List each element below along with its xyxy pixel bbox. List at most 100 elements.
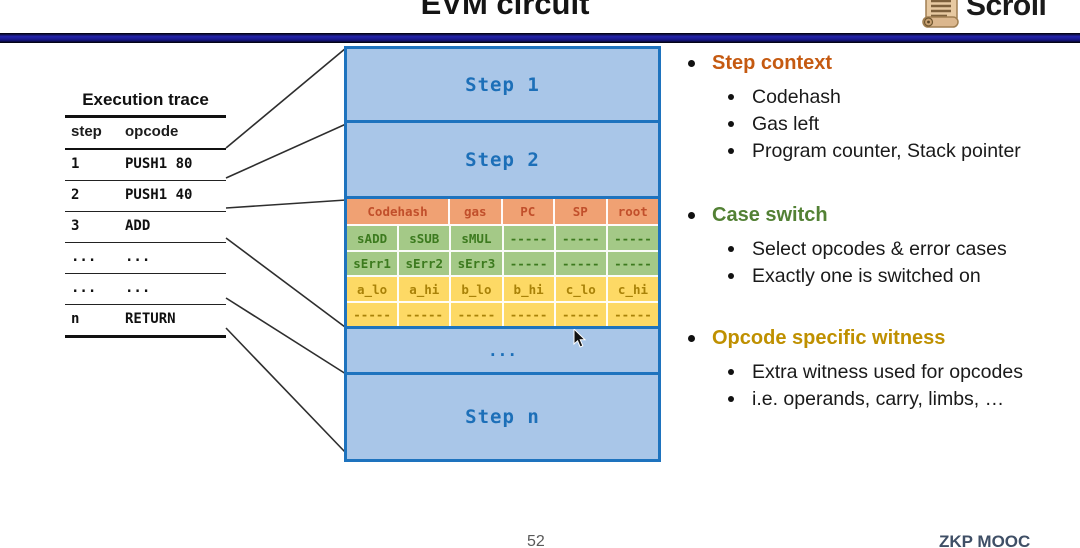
table-row: 3 ADD bbox=[65, 212, 226, 243]
cell: a_hi bbox=[399, 277, 452, 301]
list-item-text: Extra witness used for opcodes bbox=[752, 361, 1023, 383]
cell: ----- bbox=[399, 303, 452, 326]
cell: ----- bbox=[556, 226, 608, 250]
col-header-step: step bbox=[71, 123, 102, 140]
cell: ----- bbox=[504, 252, 556, 275]
cell-opcode: RETURN bbox=[125, 311, 176, 327]
cell: a_lo bbox=[347, 277, 400, 301]
bullet-icon bbox=[728, 369, 734, 375]
footer-brand: ZKP MOOC bbox=[939, 532, 1031, 548]
section-heading: Step context bbox=[686, 51, 1076, 84]
bullet-icon bbox=[728, 94, 734, 100]
cell: b_hi bbox=[504, 277, 556, 301]
cell-step: n bbox=[71, 311, 80, 327]
cell-opcode: ADD bbox=[125, 218, 151, 234]
table-row: 1 PUSH1 80 bbox=[65, 150, 226, 181]
step-2-box: Step 2 bbox=[344, 120, 661, 199]
list-item-text: Codehash bbox=[752, 86, 841, 108]
case-switch-row: sADD sSUB sMUL ----- ----- ----- bbox=[347, 226, 658, 252]
header-cell-gas: gas bbox=[450, 199, 503, 224]
cell: ----- bbox=[504, 226, 556, 250]
page-number: 52 bbox=[527, 533, 545, 548]
scroll-icon bbox=[921, 0, 963, 35]
bullet-icon bbox=[688, 212, 695, 219]
cell: sErr1 bbox=[347, 252, 400, 275]
cell: sErr2 bbox=[399, 252, 452, 275]
section-heading-text: Opcode specific witness bbox=[712, 327, 946, 349]
bullet-icon bbox=[728, 246, 734, 252]
cell: ----- bbox=[504, 303, 556, 326]
list-item: Codehash bbox=[686, 84, 1076, 111]
list-item: Exactly one is switched on bbox=[686, 263, 1076, 290]
bullet-section-opcode-witness: Opcode specific witness Extra witness us… bbox=[686, 326, 1076, 413]
cell: ----- bbox=[451, 303, 504, 326]
cell-step: ... bbox=[71, 249, 97, 265]
slide-title: EVM circuit bbox=[420, 0, 590, 21]
cell: ----- bbox=[347, 303, 400, 326]
cell: c_lo bbox=[556, 277, 608, 301]
step-1-box: Step 1 bbox=[344, 46, 661, 123]
cell: sMUL bbox=[451, 226, 504, 250]
bullet-section-case-switch: Case switch Select opcodes & error cases… bbox=[686, 203, 1076, 290]
list-item-text: Exactly one is switched on bbox=[752, 265, 981, 287]
list-item-text: Gas left bbox=[752, 113, 820, 135]
list-item: Select opcodes & error cases bbox=[686, 236, 1076, 263]
list-item-text: Select opcodes & error cases bbox=[752, 238, 1007, 260]
cell: ----- bbox=[556, 252, 608, 275]
execution-trace-header: step opcode bbox=[65, 118, 226, 150]
bullet-icon bbox=[728, 273, 734, 279]
cell: c_hi bbox=[617, 281, 648, 297]
cell: ----- bbox=[614, 256, 652, 271]
section-heading-text: Step context bbox=[712, 52, 833, 74]
col-header-opcode: opcode bbox=[125, 123, 179, 140]
bullet-icon bbox=[688, 335, 695, 342]
bullet-icon bbox=[688, 60, 695, 67]
table-row: ... ... bbox=[65, 243, 226, 274]
case-switch-row: sErr1 sErr2 sErr3 ----- ----- ----- bbox=[347, 252, 658, 277]
steps-ellipsis-box: ... bbox=[344, 326, 661, 375]
cell: sADD bbox=[347, 226, 400, 250]
step-2-label: Step 2 bbox=[465, 148, 540, 171]
list-item: i.e. operands, carry, limbs, … bbox=[686, 386, 1076, 413]
header-cell-root: root bbox=[617, 204, 648, 219]
cell-step: 2 bbox=[71, 187, 80, 203]
cell: b_lo bbox=[451, 277, 504, 301]
execution-trace-table: Execution trace step opcode 1 PUSH1 80 2… bbox=[65, 88, 226, 338]
cell: ----- bbox=[556, 303, 608, 326]
cell-step: 1 bbox=[71, 156, 80, 172]
witness-row: ----- ----- ----- ----- ----- ----- bbox=[347, 303, 658, 326]
cell-step: 3 bbox=[71, 218, 80, 234]
cell-opcode: PUSH1 80 bbox=[125, 156, 193, 172]
cell-opcode: ... bbox=[125, 280, 151, 296]
header-cell-sp: SP bbox=[555, 199, 608, 224]
scroll-logo-text: Scroll bbox=[966, 0, 1047, 22]
bullet-icon bbox=[728, 396, 734, 402]
scroll-logo: Scroll bbox=[921, 0, 1047, 35]
table-row: n RETURN bbox=[65, 305, 226, 338]
list-item-text: Program counter, Stack pointer bbox=[752, 140, 1021, 162]
section-heading: Opcode specific witness bbox=[686, 326, 1076, 359]
list-item-text: i.e. operands, carry, limbs, … bbox=[752, 388, 1005, 410]
section-heading: Case switch bbox=[686, 203, 1076, 236]
cell-opcode: PUSH1 40 bbox=[125, 187, 193, 203]
step-n-box: Step n bbox=[344, 372, 661, 462]
cell-opcode: ... bbox=[125, 249, 151, 265]
list-item: Gas left bbox=[686, 111, 1076, 138]
bullet-icon bbox=[728, 121, 734, 127]
table-row: ... ... bbox=[65, 274, 226, 305]
cell: sErr3 bbox=[451, 252, 504, 275]
execution-trace-title: Execution trace bbox=[65, 88, 226, 118]
bullet-section-step-context: Step context Codehash Gas left Program c… bbox=[686, 51, 1076, 165]
table-row: 2 PUSH1 40 bbox=[65, 181, 226, 212]
list-item: Extra witness used for opcodes bbox=[686, 359, 1076, 386]
cell-step: ... bbox=[71, 280, 97, 296]
section-heading-text: Case switch bbox=[712, 204, 828, 226]
title-divider-bar bbox=[0, 33, 1080, 43]
list-item: Program counter, Stack pointer bbox=[686, 138, 1076, 165]
step-1-label: Step 1 bbox=[465, 73, 540, 96]
context-table-header-row: Codehash gas PC SP root bbox=[347, 199, 658, 226]
witness-row: a_lo a_hi b_lo b_hi c_lo c_hi bbox=[347, 277, 658, 303]
header-cell-pc: PC bbox=[503, 199, 555, 224]
step-n-label: Step n bbox=[465, 406, 540, 428]
